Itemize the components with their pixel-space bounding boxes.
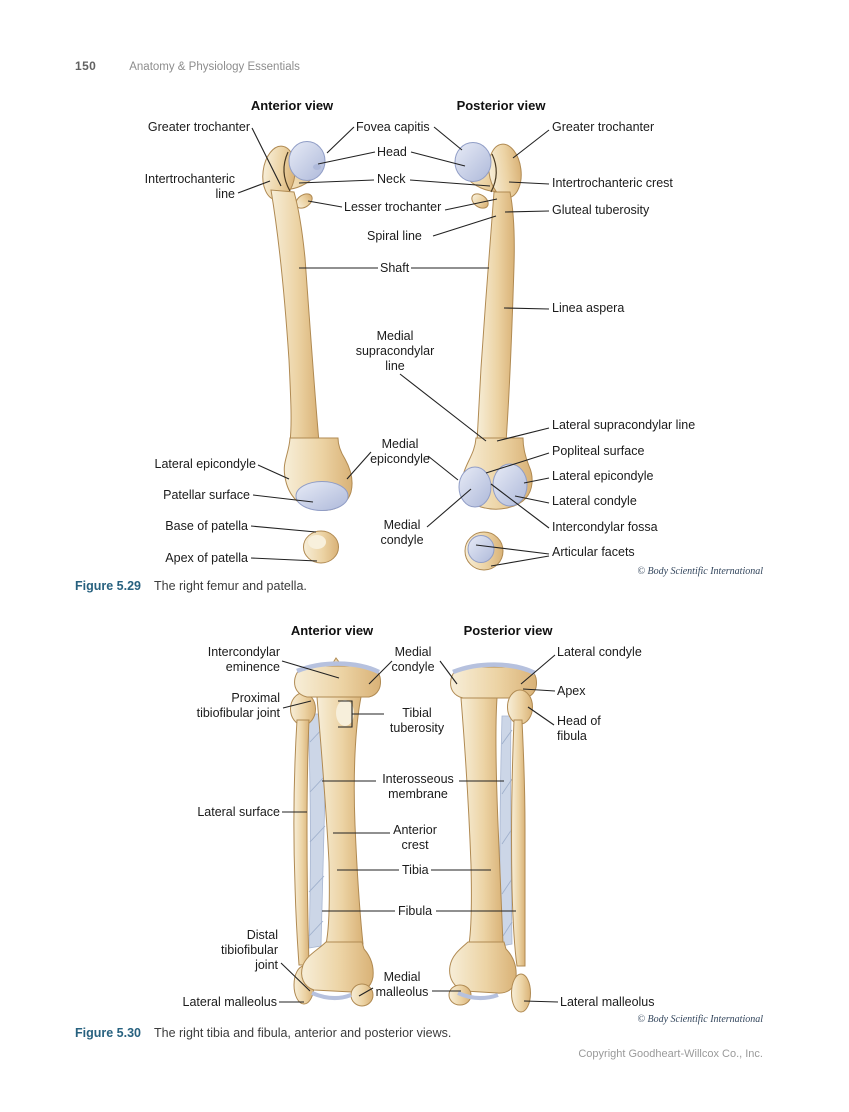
label-head: Head (377, 145, 407, 159)
label-apex-of-patella: Apex of patella (165, 551, 248, 565)
label-medial-epicondyle: Medial epicondyle (370, 437, 430, 466)
label-proximal-tibiofibular-joint: Proximal tibiofibular joint (196, 691, 280, 720)
label-distal-tibiofibular-joint: Distal tibiofibular joint (221, 928, 278, 972)
label-interosseous-membrane: Interosseous membrane (382, 772, 454, 801)
fig530-caption-text: The right tibia and fibula, anterior and… (154, 1026, 452, 1040)
label-lateral-epicondyle-right: Lateral epicondyle (552, 469, 654, 483)
label-lateral-malleolus-left: Lateral malleolus (182, 995, 278, 1009)
label-head-of-fibula: Head of fibula (557, 714, 601, 743)
fig529-caption-text: The right femur and patella. (154, 579, 307, 593)
label-base-of-patella: Base of patella (165, 519, 248, 533)
label-intertrochanteric-crest: Intertrochanteric crest (552, 176, 673, 190)
tibia-fibula-anterior (290, 657, 381, 1007)
label-lateral-condyle-530: Lateral condyle (557, 645, 642, 659)
femur-anterior (262, 141, 353, 511)
label-linea-aspera: Linea aspera (552, 301, 625, 315)
label-medial-supracondylar-line: Medial supracondylar line (355, 329, 435, 373)
label-articular-facets: Articular facets (552, 545, 635, 559)
label-intercondylar-fossa: Intercondylar fossa (552, 520, 658, 534)
label-apex: Apex (557, 684, 586, 698)
fig529-posterior-view-title: Posterior view (456, 98, 546, 113)
footer-copyright: Copyright Goodheart-Willcox Co., Inc. (578, 1048, 763, 1060)
label-neck: Neck (377, 172, 406, 186)
fig530-caption: Figure 5.30 The right tibia and fibula, a… (75, 1026, 451, 1040)
label-lateral-surface: Lateral surface (197, 805, 280, 819)
label-lateral-condyle-529: Lateral condyle (552, 494, 637, 508)
page-header: 150 Anatomy & Physiology Essentials (75, 59, 300, 73)
label-patellar-surface: Patellar surface (163, 488, 250, 502)
fig530-caption-label: Figure 5.30 (75, 1026, 141, 1040)
fig530-posterior-view-title: Posterior view (463, 623, 553, 638)
label-gluteal-tuberosity: Gluteal tuberosity (552, 203, 650, 217)
label-tibial-tuberosity: Tibial tuberosity (389, 706, 445, 735)
fig529-anterior-view-title: Anterior view (250, 98, 334, 113)
fig529-caption-label: Figure 5.29 (75, 579, 141, 593)
label-medial-condyle-530: Medial condyle (391, 645, 435, 674)
patella-posterior (464, 531, 504, 571)
header-title: Anatomy & Physiology Essentials (129, 61, 300, 73)
label-medial-malleolus: Medial malleolus (375, 970, 429, 999)
leader-lines-fig529 (237, 126, 550, 567)
femur-posterior (454, 142, 533, 510)
tibia-fibula-posterior (448, 662, 537, 1013)
label-fibula: Fibula (398, 904, 433, 918)
label-fovea-capitis: Fovea capitis (356, 120, 430, 134)
label-lateral-epicondyle-left: Lateral epicondyle (154, 457, 256, 471)
label-greater-trochanter-left: Greater trochanter (147, 120, 250, 134)
label-lateral-malleolus-right: Lateral malleolus (560, 995, 655, 1009)
fig530-anterior-view-title: Anterior view (290, 623, 374, 638)
label-popliteal-surface: Popliteal surface (552, 444, 645, 458)
patella-anterior (303, 530, 339, 564)
label-tibia: Tibia (402, 863, 429, 877)
fig530-credit: © Body Scientific International (637, 1014, 763, 1025)
fig529-credit: © Body Scientific International (637, 566, 763, 577)
fig529-caption: Figure 5.29 The right femur and patella. (75, 579, 307, 593)
label-lateral-supracondylar-line: Lateral supracondylar line (552, 418, 696, 432)
label-lesser-trochanter: Lesser trochanter (344, 200, 442, 214)
label-intertrochanteric-line: Intertrochanteric line (144, 172, 235, 201)
leader-lines-fig530 (279, 654, 559, 1003)
page-number: 150 (75, 59, 97, 73)
label-spiral-line: Spiral line (367, 229, 422, 243)
label-anterior-crest: Anterior crest (393, 823, 437, 852)
label-greater-trochanter-right: Greater trochanter (552, 120, 655, 134)
label-intercondylar-eminence: Intercondylar eminence (207, 645, 280, 674)
label-medial-condyle: Medial condyle (380, 518, 424, 547)
label-shaft: Shaft (380, 261, 410, 275)
